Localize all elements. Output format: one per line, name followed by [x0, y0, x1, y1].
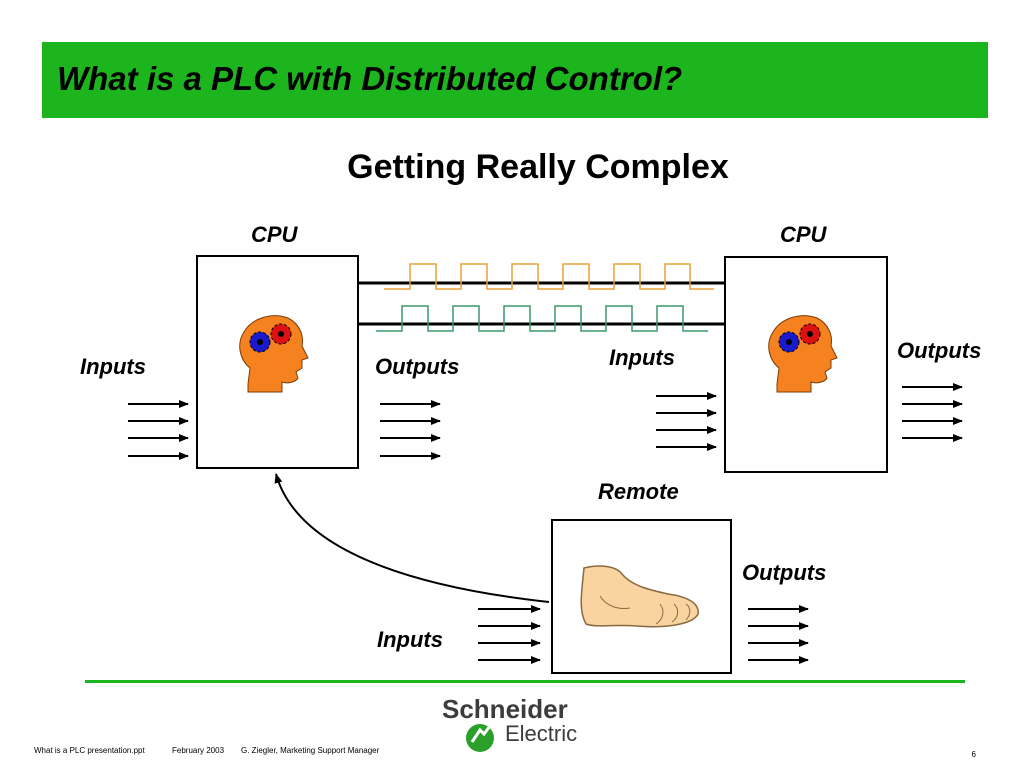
slide-subtitle: Getting Really Complex [347, 148, 729, 186]
footer-author: G. Ziegler, Marketing Support Manager [241, 746, 380, 755]
footer-file: What is a PLC presentation.ppt [34, 746, 145, 755]
remote-output-arrows [748, 605, 809, 664]
footer-divider [85, 680, 965, 683]
title-bar: What is a PLC with Distributed Control? [42, 42, 988, 118]
cpu-left-label: CPU [251, 222, 298, 247]
right-input-arrows [656, 392, 717, 451]
network-bus [359, 281, 724, 326]
remote-outputs-label: Outputs [742, 560, 827, 585]
left-input-arrows [128, 400, 189, 460]
right-inputs-label: Inputs [609, 345, 675, 370]
cpu-right-label: CPU [780, 222, 827, 247]
slide-title: What is a PLC with Distributed Control? [57, 60, 683, 97]
left-outputs-label: Outputs [375, 354, 460, 379]
signal-wave-green [376, 305, 708, 332]
head-with-gears-icon [768, 315, 838, 393]
remote-link-arrow [274, 473, 550, 603]
left-inputs-label: Inputs [80, 354, 146, 379]
foot-icon [580, 565, 699, 628]
head-with-gears-icon [239, 315, 309, 393]
logo-sub: Electric [505, 721, 578, 746]
signal-wave-orange [384, 263, 714, 290]
right-outputs-label: Outputs [897, 338, 982, 363]
logo-name: Schneider [442, 694, 568, 724]
remote-label: Remote [598, 479, 679, 504]
page-number: 6 [971, 750, 976, 759]
remote-input-arrows [478, 605, 541, 664]
schneider-logo-mark [466, 724, 494, 752]
left-output-arrows [380, 400, 441, 460]
remote-inputs-label: Inputs [377, 627, 443, 652]
right-output-arrows [902, 383, 963, 442]
footer-date: February 2003 [172, 746, 225, 755]
